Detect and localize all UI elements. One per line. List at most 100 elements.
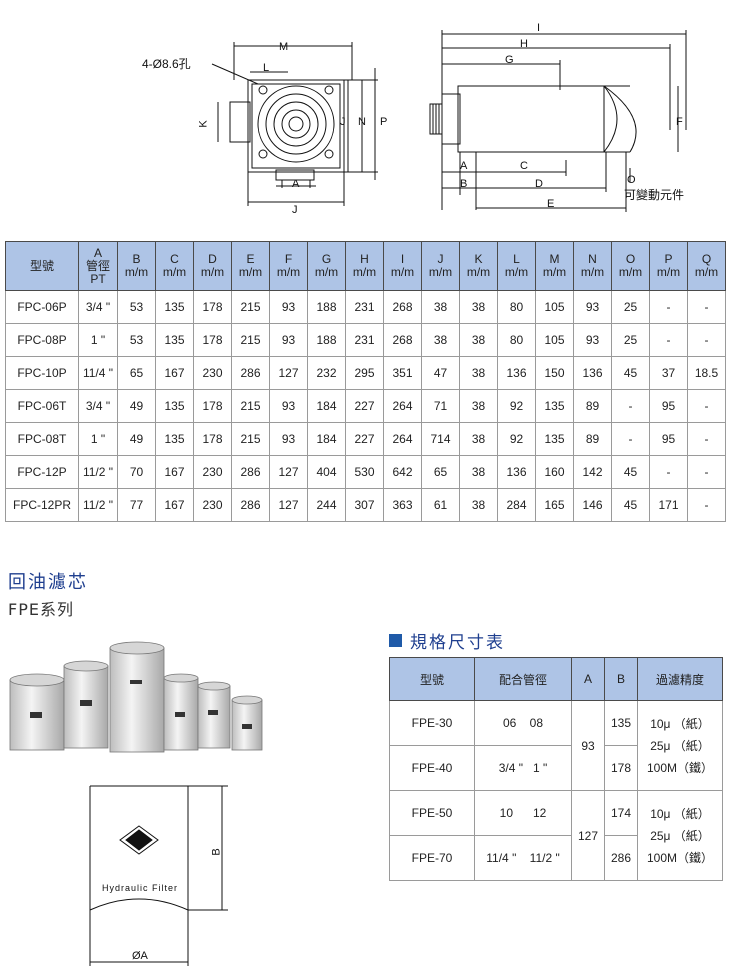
value-cell: 136 [497,356,536,390]
value-cell: 351 [383,356,422,390]
fpe-pipe: 11/4 " 11/2 " [474,835,572,881]
value-cell: 404 [307,455,346,489]
fpe-precision-cell: 10μ （紙） 25μ （紙） 100M（鐵） [637,700,723,791]
value-cell: 38 [459,290,498,324]
dim-label-f: F [676,116,683,128]
value-cell: 227 [345,389,384,423]
value-cell: 136 [573,356,612,390]
value-cell: 231 [345,323,384,357]
fpe-header-b: B [604,657,638,701]
value-cell: 61 [421,488,460,522]
dim-label-c: C [520,160,528,172]
fpe-model: FPE-40 [389,745,475,791]
precision-iron-100: 100M（鐵） [646,760,714,775]
dim-label-k: K [197,120,210,128]
fpe-b-value: 286 [604,835,638,881]
dim-label-d: D [535,178,543,190]
dim-label-g: G [505,54,514,66]
header-unit: m/m [276,265,301,279]
value-cell: 135 [155,290,194,324]
header-letter: F [284,252,293,266]
fpe-a-value: 127 [571,790,605,881]
header-model: 型號 [5,241,79,291]
value-cell: 171 [649,488,688,522]
header-unit: m/m [618,265,643,279]
dim-label-n: N [358,116,366,128]
value-cell: 127 [269,488,308,522]
precision-paper-10: 10μ （紙） [650,806,710,821]
value-cell: 70 [117,455,156,489]
dim-label-j-bottom: J [292,204,298,216]
value-cell: 215 [231,422,270,456]
fpe-model: FPE-50 [389,790,475,836]
value-cell: 77 [117,488,156,522]
variable-part-label: 可變動元件 [624,188,685,202]
model-cell: FPC-10P [5,356,79,390]
value-cell: 93 [269,422,308,456]
header-letter: P [664,252,673,266]
value-cell: 178 [193,290,232,324]
header-letter: B [132,252,141,266]
header-letter: Q [701,252,712,266]
value-cell: 160 [535,455,574,489]
model-cell: FPC-12P [5,455,79,489]
value-cell: - [687,290,726,324]
value-cell: 38 [459,455,498,489]
header-letter: L [513,252,520,266]
value-cell: 38 [459,422,498,456]
model-cell: FPC-08P [5,323,79,357]
dim-label-i: I [537,22,541,34]
fpe-row: FPE-50 10 12 127 174 10μ （紙） 25μ （紙） 100… [389,790,723,881]
header-unit: m/m [580,265,605,279]
value-cell: 268 [383,290,422,324]
value-cell: 45 [611,455,650,489]
value-cell: 178 [193,422,232,456]
value-cell: 215 [231,389,270,423]
header-letter: K [474,252,483,266]
header-unit: m/m [694,265,719,279]
value-cell: 215 [231,290,270,324]
value-cell: 93 [573,323,612,357]
value-cell: 136 [497,455,536,489]
value-cell: 38 [421,323,460,357]
precision-iron-100: 100M（鐵） [646,850,714,865]
precision-paper-10: 10μ （紙） [650,716,710,731]
value-cell: 89 [573,422,612,456]
value-cell: 215 [231,323,270,357]
value-cell: 38 [459,323,498,357]
fpe-a-value: 93 [571,700,605,791]
value-cell: 150 [535,356,574,390]
model-cell: FPC-06T [5,389,79,423]
value-cell: 127 [269,356,308,390]
value-cell: 135 [155,389,194,423]
value-cell: - [611,389,650,423]
value-cell: 38 [421,290,460,324]
value-cell: 286 [231,488,270,522]
pump-dimension-drawing [211,30,687,212]
fpe-model: FPE-70 [389,835,475,881]
value-cell: 146 [573,488,612,522]
square-bullet-icon [389,634,402,647]
value-cell: - [687,323,726,357]
model-cell: FPC-06P [5,290,79,324]
header-unit: m/m [200,265,225,279]
value-cell: 135 [155,422,194,456]
dim-label-a-side: A [460,160,468,172]
value-cell: 178 [193,323,232,357]
value-cell: 188 [307,290,346,324]
value-cell: 93 [269,389,308,423]
header-model-text: 型號 [29,258,54,273]
header-unit: m/m [504,265,529,279]
value-cell: 45 [611,356,650,390]
fpe-b-value: 178 [604,745,638,791]
fpe-pipe: 3/4 " 1 " [474,745,572,791]
model-cell: FPC-08T [5,422,79,456]
value-cell: 307 [345,488,384,522]
value-cell: 642 [383,455,422,489]
